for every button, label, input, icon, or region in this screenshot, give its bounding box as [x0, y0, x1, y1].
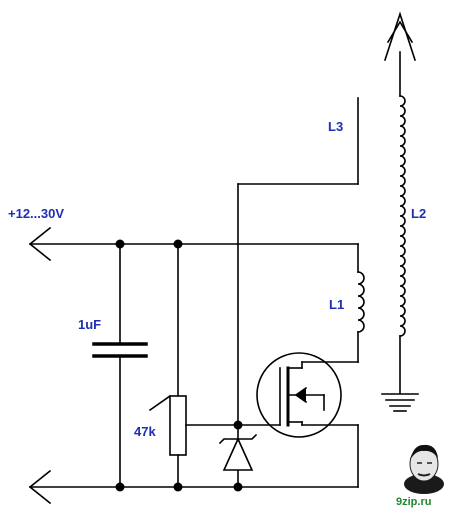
mosfet-transistor: [237, 352, 359, 488]
coil-l3-label: L3: [328, 119, 344, 134]
coil-l1-label: L1: [329, 297, 345, 312]
potentiometer-47k: [148, 243, 239, 488]
zener-diode: [218, 433, 258, 471]
coil-l3-wire: [237, 97, 359, 488]
ground-icon: [381, 393, 419, 412]
supply-voltage-label: +12...30V: [8, 206, 65, 221]
coil-l1: [301, 243, 365, 363]
resistor-value-label: 47k: [134, 424, 156, 439]
watermark-portrait: [404, 444, 444, 494]
junction-dots: [115, 239, 243, 492]
antenna-arrow-icon: [383, 11, 417, 62]
watermark-text: 9zip.ru: [396, 496, 432, 508]
coil-l2-label: L2: [411, 206, 427, 221]
coil-l2: [399, 51, 406, 394]
supply-arrow-top: [28, 226, 52, 262]
supply-arrow-bottom: [28, 469, 52, 505]
capacitor-value-label: 1uF: [78, 317, 102, 332]
capacitor-1uf: [92, 243, 148, 488]
